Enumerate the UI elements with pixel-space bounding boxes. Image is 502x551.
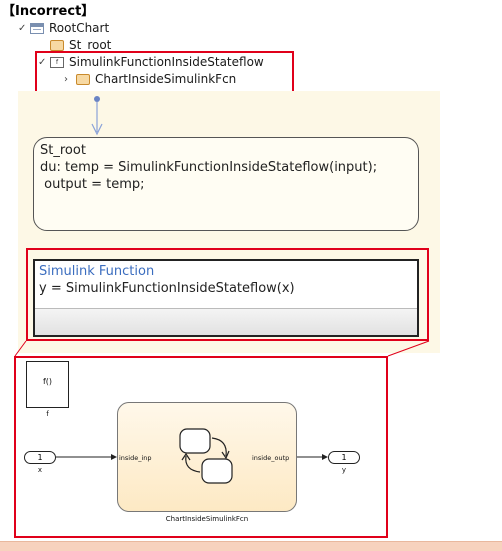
subsystem-inport-label: inside_inp bbox=[119, 454, 152, 462]
outport-y[interactable]: 1 bbox=[328, 451, 360, 464]
simulink-function-header: Simulink Function bbox=[39, 264, 155, 279]
tree-item-chart-inside[interactable]: › ChartInsideSimulinkFcn bbox=[64, 72, 236, 86]
chart-icon bbox=[76, 73, 90, 85]
default-transition[interactable] bbox=[86, 94, 108, 138]
chart-inside-simulink-fcn-block[interactable] bbox=[117, 402, 297, 512]
connector-right bbox=[387, 340, 430, 357]
state-action-line2: output = temp; bbox=[40, 177, 145, 192]
connector-left bbox=[14, 340, 27, 357]
simfcn-highlight-box bbox=[26, 248, 429, 341]
state-action-line1: du: temp = SimulinkFunctionInsideStatefl… bbox=[40, 160, 378, 175]
tree-item-rootchart[interactable]: ✓ RootChart bbox=[18, 21, 109, 35]
tree-item-label: St_root bbox=[69, 38, 112, 52]
chevron-down-icon[interactable]: ✓ bbox=[38, 56, 47, 68]
tree-item-label: RootChart bbox=[49, 21, 110, 35]
simulink-function-signature: y = SimulinkFunctionInsideStateflow(x) bbox=[39, 281, 295, 296]
trigger-port-block[interactable]: f() bbox=[26, 361, 69, 408]
default-transition-dot bbox=[94, 96, 100, 102]
tree-item-label: SimulinkFunctionInsideStateflow bbox=[69, 55, 264, 69]
state-st-root[interactable]: St_root du: temp = SimulinkFunctionInsid… bbox=[33, 137, 419, 231]
bottom-band bbox=[0, 541, 502, 551]
trigger-port-text: f() bbox=[42, 377, 53, 386]
inport-x[interactable]: 1 bbox=[24, 451, 56, 464]
trigger-port-label: f bbox=[46, 410, 49, 418]
tree-item-st-root[interactable]: St_root bbox=[50, 38, 111, 52]
transition-arrowhead bbox=[91, 123, 103, 136]
tree-item-simulink-function[interactable]: ✓ f SimulinkFunctionInsideStateflow bbox=[38, 55, 264, 69]
chevron-down-icon[interactable]: ✓ bbox=[18, 22, 27, 34]
page-heading: 【Incorrect】 bbox=[2, 4, 95, 19]
state-icon bbox=[50, 39, 64, 51]
simulink-function-icon: f bbox=[50, 56, 64, 68]
chevron-right-icon[interactable]: › bbox=[64, 73, 68, 85]
chart-icon bbox=[30, 22, 44, 34]
tree-item-label: ChartInsideSimulinkFcn bbox=[95, 72, 237, 86]
signal-arrow-out bbox=[322, 454, 328, 460]
outport-y-label: y bbox=[341, 466, 347, 474]
subsystem-outport-label: inside_outp bbox=[252, 454, 290, 462]
inport-x-label: x bbox=[37, 466, 43, 474]
simulink-function-block[interactable]: Simulink Function y = SimulinkFunctionIn… bbox=[33, 259, 419, 337]
signal-arrow-in bbox=[111, 454, 117, 460]
stateflow-chart-icon bbox=[179, 428, 233, 484]
subsystem-label: ChartInsideSimulinkFcn bbox=[165, 515, 249, 523]
simulink-function-footer bbox=[35, 308, 417, 335]
state-name: St_root bbox=[40, 143, 86, 158]
